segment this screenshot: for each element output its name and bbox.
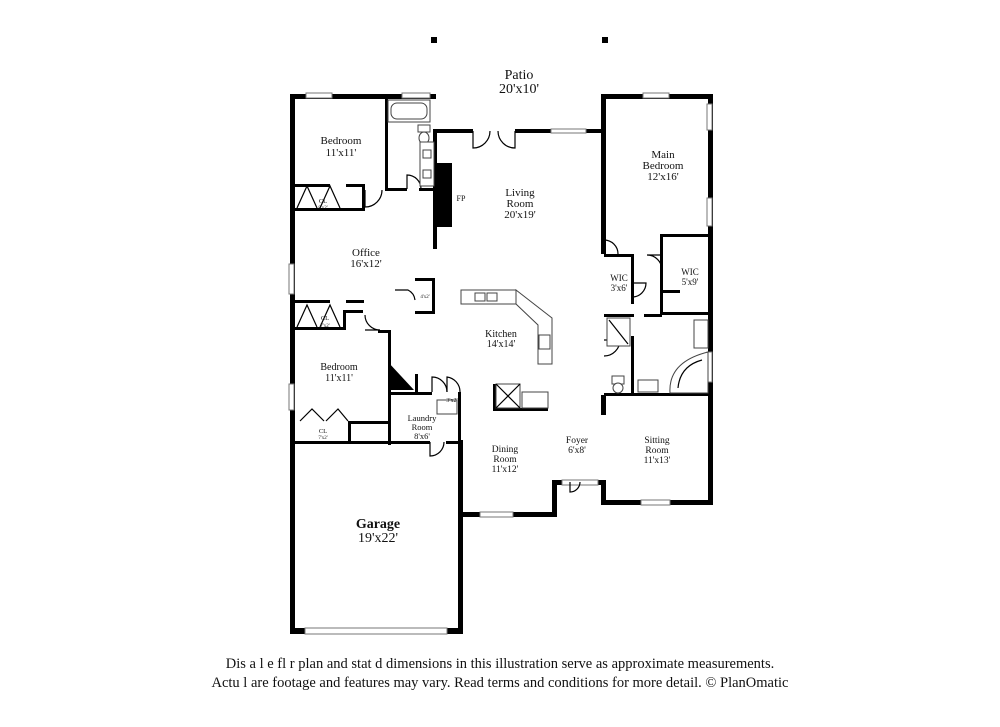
room-labels: Patio 20'x10' Bedroom 11'x11' Living Roo… — [318, 68, 698, 546]
dining-line1: Dining — [492, 445, 519, 455]
closet-bedroom-dims: 7'x2' — [318, 436, 327, 441]
office-name: Office — [352, 247, 380, 259]
living-room-dims: 20'x19' — [504, 209, 535, 221]
bedroom-mid-name: Bedroom — [320, 362, 357, 373]
bedroom-top-dims: 11'x11' — [326, 147, 357, 159]
fixtures — [387, 99, 709, 415]
main-bedroom-line1: Main — [651, 149, 675, 161]
garage-name: Garage — [356, 517, 400, 532]
closet-office-dims: 7'x2' — [320, 324, 329, 329]
doors — [296, 130, 663, 493]
main-bedroom-line2: Bedroom — [643, 160, 684, 172]
sitting-dims: 11'x13' — [644, 456, 671, 466]
disclaimer-line-1: Dis a l e fl r plan and stat d dimension… — [225, 656, 775, 672]
patio-post-right — [602, 37, 608, 43]
patio-post-left — [431, 37, 437, 43]
living-room-line1: Living — [505, 187, 535, 199]
wic-left-name: WIC — [610, 273, 628, 283]
living-room-line2: Room — [507, 198, 534, 210]
kitchen-dims: 14'x14' — [487, 339, 516, 350]
dining-line2: Room — [493, 455, 517, 465]
closet-office-name: CL — [321, 315, 329, 322]
disclaimer: Dis a l e fl r plan and stat d dimension… — [0, 655, 1000, 693]
laundry-line2: Room — [412, 422, 433, 432]
sitting-line1: Sitting — [644, 436, 670, 446]
sitting-line2: Room — [645, 446, 669, 456]
wic-left-dims: 3'x6' — [611, 283, 628, 293]
disclaimer-line-2: Actu l are footage and features may vary… — [211, 675, 789, 691]
closet-bedroom-name: CL — [319, 428, 327, 435]
foyer-dims: 6'x8' — [568, 446, 586, 456]
closet-top-dims: 8'x2' — [318, 206, 327, 211]
windows — [288, 92, 713, 635]
fireplace-label: FP — [457, 194, 466, 203]
closet-3x2-dims: 3'x2' — [446, 398, 457, 404]
interior-walls — [290, 96, 713, 445]
bedroom-top-name: Bedroom — [321, 135, 362, 147]
wic-right-name: WIC — [681, 267, 699, 277]
wic-right-dims: 5'x9' — [682, 277, 699, 287]
foyer-name: Foyer — [566, 436, 589, 446]
kitchen-name: Kitchen — [485, 329, 517, 340]
bedroom-mid-dims: 11'x11' — [325, 373, 353, 384]
garage-dims: 19'x22' — [358, 531, 398, 546]
laundry-line1: Laundry — [408, 413, 438, 423]
patio-dims: 20'x10' — [499, 82, 539, 97]
dining-dims: 11'x12' — [492, 465, 519, 475]
office-dims: 16'x12' — [350, 258, 381, 270]
main-bedroom-dims: 12'x16' — [647, 171, 678, 183]
patio-name: Patio — [505, 68, 534, 83]
closet-4x2-dims: 4'x2' — [420, 295, 429, 300]
closet-top-name: CL — [319, 198, 327, 205]
laundry-dims: 8'x6' — [414, 431, 430, 441]
